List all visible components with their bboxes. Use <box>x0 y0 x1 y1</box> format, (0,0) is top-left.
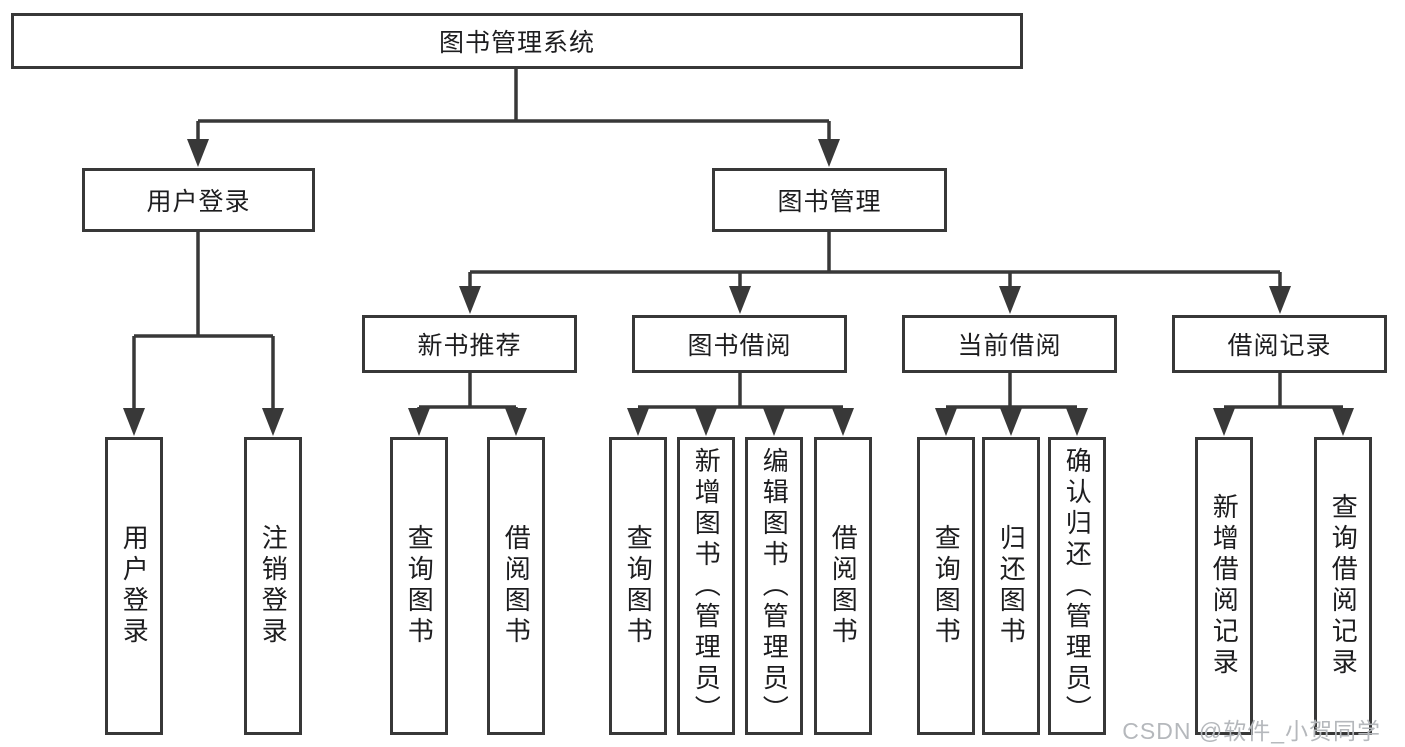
arrowhead-icon <box>935 408 957 436</box>
node-label: 查询图书 <box>931 524 962 648</box>
node-label: 借阅图书 <box>828 524 859 648</box>
leaf-borrowing-borrow-book: 借阅图书 <box>814 437 872 735</box>
node-label: 查询借阅记录 <box>1328 493 1359 679</box>
leaf-borrowing-add-book-admin: 新增图书（管理员） <box>677 437 735 735</box>
leaf-borrowing-edit-book-admin: 编辑图书（管理员） <box>745 437 803 735</box>
node-book-borrowing: 图书借阅 <box>632 315 847 373</box>
leaf-current-query-book: 查询图书 <box>917 437 975 735</box>
arrowhead-icon <box>459 286 481 314</box>
arrowhead-icon <box>187 139 209 167</box>
leaf-current-confirm-return-admin: 确认归还（管理员） <box>1048 437 1106 735</box>
node-label: 查询图书 <box>623 524 654 648</box>
node-label: 借阅记录 <box>1227 332 1332 360</box>
node-label: 图书借阅 <box>687 332 792 360</box>
arrowhead-icon <box>123 408 145 436</box>
arrowhead-icon <box>832 408 854 436</box>
node-current-borrowing: 当前借阅 <box>902 315 1117 373</box>
leaf-logout: 注销登录 <box>244 437 302 735</box>
node-library-management-system: 图书管理系统 <box>11 13 1023 69</box>
node-label: 借阅图书 <box>501 524 532 648</box>
node-label: 注销登录 <box>258 524 289 648</box>
arrowhead-icon <box>262 408 284 436</box>
arrowhead-icon <box>408 408 430 436</box>
arrowhead-icon <box>505 408 527 436</box>
node-label: 归还图书 <box>996 524 1027 648</box>
node-label: 新书推荐 <box>417 332 522 360</box>
arrowhead-icon <box>1269 286 1291 314</box>
arrowhead-icon <box>1213 408 1235 436</box>
node-label: 用户登录 <box>119 524 150 648</box>
node-label: 新增图书（管理员） <box>691 446 722 726</box>
node-label: 图书管理 <box>777 188 882 216</box>
arrowhead-icon <box>763 408 785 436</box>
csdn-watermark: CSDN @软件_小贺同学 <box>1122 718 1381 744</box>
node-new-book-recommendation: 新书推荐 <box>362 315 577 373</box>
node-label: 用户登录 <box>146 188 251 216</box>
leaf-recommend-query-book: 查询图书 <box>390 437 448 735</box>
node-label: 当前借阅 <box>957 332 1062 360</box>
leaf-user-login: 用户登录 <box>105 437 163 735</box>
arrowhead-icon <box>1000 408 1022 436</box>
node-label: 查询图书 <box>404 524 435 648</box>
arrowhead-icon <box>999 286 1021 314</box>
arrowhead-icon <box>1332 408 1354 436</box>
arrowheads <box>123 139 1354 436</box>
leaf-records-query-borrow-record: 查询借阅记录 <box>1314 437 1372 735</box>
arrowhead-icon <box>627 408 649 436</box>
node-label: 确认归还（管理员） <box>1062 446 1093 726</box>
arrowhead-icon <box>695 408 717 436</box>
leaf-records-add-borrow-record: 新增借阅记录 <box>1195 437 1253 735</box>
leaf-borrowing-query-book: 查询图书 <box>609 437 667 735</box>
arrowhead-icon <box>1066 408 1088 436</box>
leaf-current-return-book: 归还图书 <box>982 437 1040 735</box>
node-label: 新增借阅记录 <box>1209 493 1240 679</box>
node-book-management: 图书管理 <box>712 168 947 232</box>
node-label: 编辑图书（管理员） <box>759 446 790 726</box>
arrowhead-icon <box>818 139 840 167</box>
node-user-login: 用户登录 <box>82 168 315 232</box>
leaf-recommend-borrow-book: 借阅图书 <box>487 437 545 735</box>
arrowhead-icon <box>729 286 751 314</box>
node-borrowing-records: 借阅记录 <box>1172 315 1387 373</box>
node-label: 图书管理系统 <box>438 29 595 57</box>
